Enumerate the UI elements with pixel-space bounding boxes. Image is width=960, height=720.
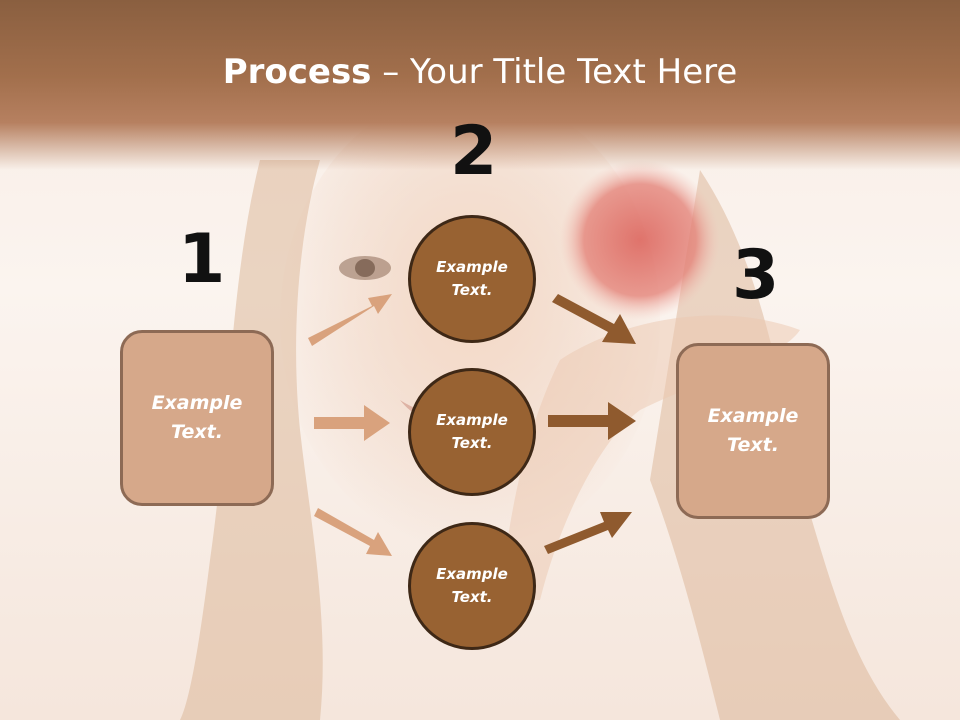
- left-box-label: Example Text.: [151, 392, 243, 443]
- step-number-2: 2: [450, 112, 498, 191]
- arrow-to-top-circle: [308, 294, 392, 346]
- arrow-from-bottom-circle: [544, 512, 632, 554]
- title-rest: – Your Title Text Here: [371, 52, 738, 92]
- arrow-from-middle-circle: [548, 402, 636, 440]
- circle-middle: Example Text.: [408, 368, 536, 496]
- header-band: [0, 0, 960, 170]
- left-box: Example Text.: [120, 330, 274, 506]
- slide-title: Process – Your Title Text Here: [0, 52, 960, 92]
- circle-middle-label: Example Text.: [436, 411, 508, 452]
- circle-bottom: Example Text.: [408, 522, 536, 650]
- circle-top-label: Example Text.: [436, 258, 508, 299]
- arrow-from-top-circle: [552, 294, 636, 344]
- circle-bottom-label: Example Text.: [436, 565, 508, 606]
- arrow-to-middle-circle: [314, 405, 390, 441]
- step-number-3: 3: [732, 236, 780, 315]
- right-box: Example Text.: [676, 343, 830, 519]
- step-number-1: 1: [178, 220, 226, 299]
- circle-top: Example Text.: [408, 215, 536, 343]
- title-bold: Process: [222, 52, 372, 92]
- arrow-to-bottom-circle: [314, 508, 392, 556]
- right-box-label: Example Text.: [707, 405, 799, 456]
